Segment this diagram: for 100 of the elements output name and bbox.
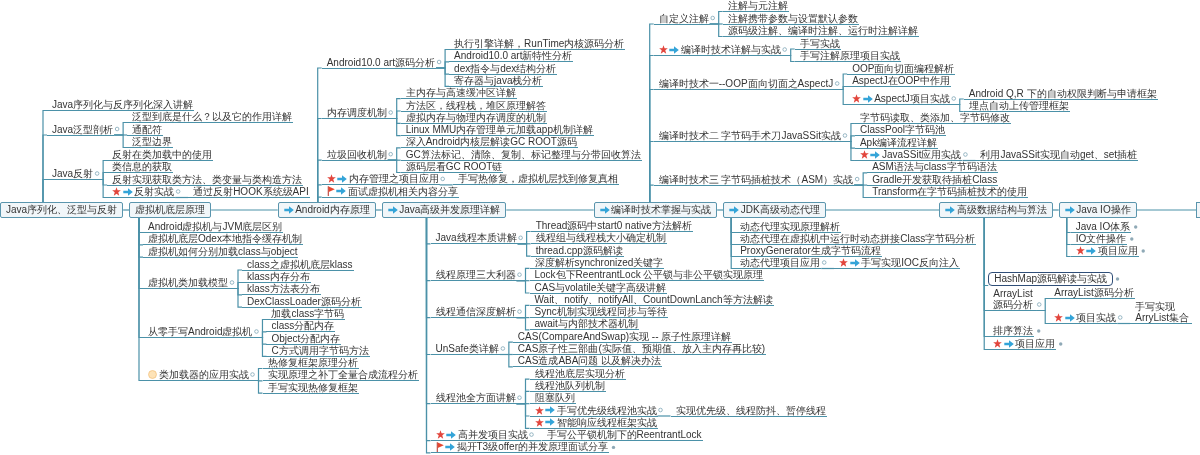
topic-text: 虚拟机底层原理 — [135, 203, 206, 217]
topic-text: Java序列化与反序列化深入讲解 — [52, 99, 194, 110]
underlined-topic — [1070, 245, 1139, 257]
topic-text: Android10.0 art新特性分析 — [454, 50, 573, 62]
topic-text: 高并发项目实战 — [457, 429, 528, 441]
topic-text: 通过反射HOOK系统级API — [193, 186, 309, 197]
topic-text: 内存管理之项目应用 — [348, 173, 439, 185]
connector-line — [138, 217, 144, 382]
topic-text: 项目实战 — [1076, 312, 1117, 323]
topic-text: 线程池全方面讲解 — [435, 392, 516, 404]
underlined-topic — [430, 429, 529, 442]
topic-text: Java高级并发原理详解 — [399, 203, 501, 217]
topic-text: Android Q,R 下的自动权限判断与申请框架 — [968, 87, 1157, 99]
connector-line — [248, 379, 264, 394]
underlined-topic — [1070, 221, 1132, 233]
topic-text: 源码级注解、编译时注解、运行时注解详解 — [727, 25, 918, 36]
underlined-topic — [529, 416, 658, 429]
topic-text: 智能响应线程框架实战 — [556, 416, 657, 428]
topic-text: OOP面向切面编程解析 — [852, 62, 955, 74]
topic-text: 内存调度机制 — [326, 107, 387, 118]
connector-line — [1116, 322, 1131, 325]
topic-text: 反射在类加载中的使用 — [112, 149, 213, 160]
connector-line — [42, 178, 48, 203]
connector-line — [656, 415, 672, 417]
underlined-topic — [722, 0, 789, 12]
underlined-topic — [107, 161, 174, 173]
topic-text: 类加载器的应用实战 — [158, 369, 249, 380]
main-topic-box — [939, 202, 1053, 218]
topic-text: Apk编译流程详解 — [859, 136, 938, 148]
topic-text: klass内存分布 — [247, 271, 310, 282]
underlined-topic — [988, 338, 1057, 350]
connector-line — [709, 23, 724, 38]
topic-text: 虚拟机类加载模型 — [148, 277, 228, 288]
topic-text: thread.cpp源码解读 — [535, 244, 623, 256]
topic-text: 线程通信深度解析 — [435, 306, 516, 318]
topic-text: 编译时技术详解与实战 — [680, 44, 781, 55]
main-topic-box — [277, 202, 376, 218]
underlined-topic — [988, 325, 1035, 337]
connector-line — [435, 67, 450, 87]
main-topic-box — [129, 202, 212, 218]
underlined-topic — [321, 185, 459, 198]
topic-text: 实现优先级、线程防抖、暂停线程 — [675, 404, 826, 416]
underlined-topic — [834, 257, 960, 269]
underlined-topic — [107, 186, 176, 198]
connector-line — [499, 353, 514, 368]
topic-text: klass方法表分布 — [247, 283, 320, 295]
connector-line — [505, 209, 595, 211]
topic-text: CAS与volatile关键字高级讲解 — [534, 281, 667, 293]
topic-text: CAS(CompareAndSwap)实现 -- 原子性原理详解 — [517, 330, 732, 342]
underlined-topic — [430, 441, 609, 454]
underlined-topic — [47, 123, 115, 136]
underlined-topic — [321, 148, 388, 161]
topic-text: 反射实现获取类方法、类变量与类构造方法 — [112, 173, 303, 185]
topic-text: 手写实现热修复框架 — [267, 381, 358, 393]
topic-text: await与内部技术器机制 — [534, 318, 638, 330]
connector-line — [1035, 309, 1050, 325]
underlined-topic — [143, 369, 250, 381]
topic-text: 手写注解原理项目实战 — [799, 50, 900, 61]
topic-text: 注解与元注解 — [727, 0, 788, 11]
topic-box — [1196, 202, 1200, 218]
underlined-topic — [529, 392, 576, 405]
connector-line — [515, 317, 531, 331]
topic-text: 线程池队列机制 — [534, 379, 605, 391]
topic-text: class之虚拟机底层klass — [247, 258, 353, 270]
underlined-topic — [854, 149, 963, 161]
connector-line — [950, 103, 965, 113]
topic-text: Thread源码中start0 native方法解析 — [535, 220, 692, 231]
topic-text: 利用JavaSSit实现自动get、set插桩 — [980, 149, 1138, 160]
main-topic-box — [381, 202, 507, 218]
underlined-topic — [653, 12, 710, 25]
topic-text: 通配符 — [132, 123, 163, 135]
connector-line — [515, 403, 531, 429]
connector-line — [730, 217, 736, 270]
connector-line — [1052, 209, 1060, 211]
topic-text: 虚拟机如何分别加载class与object — [148, 245, 298, 257]
connector-line — [517, 243, 532, 257]
topic-text: ASM语法与class字节码语法 — [872, 161, 997, 173]
underlined-topic — [321, 173, 440, 186]
topic-text: Java反射 — [52, 168, 94, 179]
connector-line — [527, 440, 543, 442]
topic-text: 线程原理三大利器 — [435, 269, 516, 281]
topic-text: 垃圾回收机制 — [326, 148, 387, 160]
topic-text: ArrayList源码分析 — [1054, 287, 1134, 298]
topic-text: 线程组与线程栈大小确定机制 — [535, 232, 666, 244]
connector-line — [841, 140, 856, 162]
topic-text: 手写公平锁机制下的ReentrantLock — [546, 429, 702, 441]
connector-line — [716, 209, 724, 211]
topic-text: Transform在字节码插桩技术的使用 — [872, 186, 1028, 197]
connector-line — [781, 54, 796, 63]
connector-line — [439, 184, 454, 186]
topic-text: 编译时技术掌握与实战 — [611, 203, 712, 217]
topic-text: 自定义注解 — [658, 12, 709, 24]
topic-text: 动态代理项目应用 — [740, 257, 821, 268]
topic-text: 排序算法 — [993, 325, 1034, 336]
connector-line — [853, 184, 868, 199]
topic-text: AspectJ项目实战 — [874, 93, 950, 104]
connector-line — [387, 159, 402, 174]
connector-line — [961, 159, 976, 162]
topic-text: DexClassLoader源码分析 — [247, 295, 361, 307]
connector-line — [122, 209, 130, 211]
